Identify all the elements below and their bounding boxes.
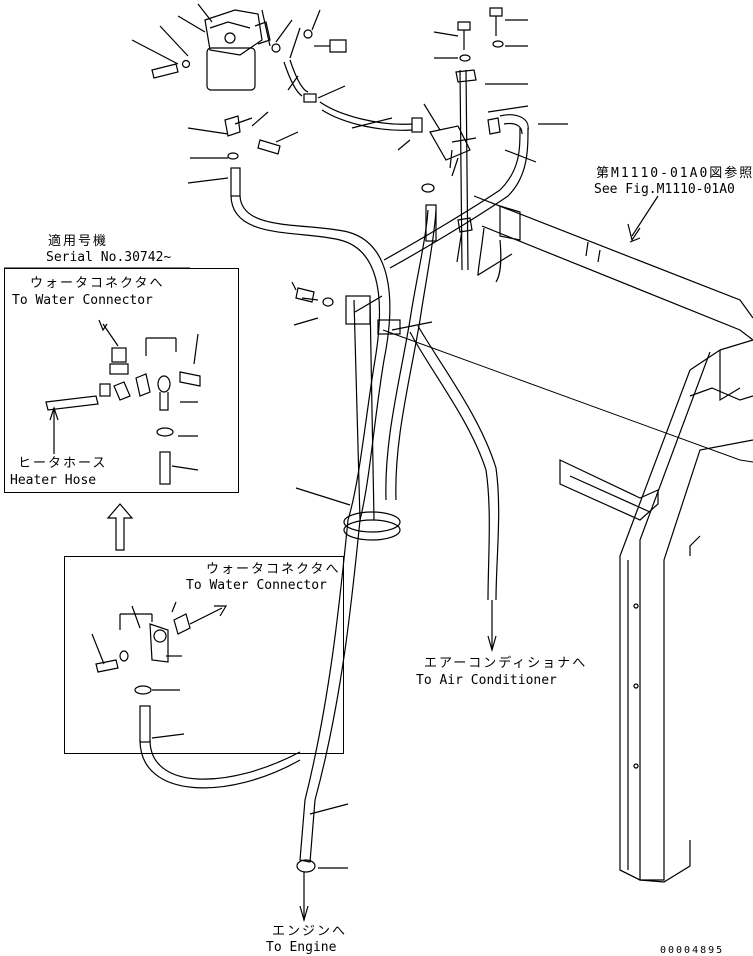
detail-upper-parts xyxy=(45,319,201,485)
detail-box-lower xyxy=(64,556,344,754)
leader-lines-top xyxy=(131,3,568,869)
air-conditioner-label-jp: エアーコンディショナへ xyxy=(424,656,588,671)
heater-hose-label-jp: ヒータホース xyxy=(18,456,108,471)
upper-water-connector-en: To Water Connector xyxy=(12,293,153,308)
serial-label-jp: 適用号機 xyxy=(48,234,109,249)
detail-lower-parts xyxy=(91,601,228,743)
lower-water-connector-jp: ウォータコネクタへ xyxy=(206,562,341,577)
lower-water-connector-en: To Water Connector xyxy=(186,578,327,593)
air-conditioner-label-en: To Air Conditioner xyxy=(416,673,557,688)
upper-water-connector-jp: ウォータコネクタへ xyxy=(30,276,165,291)
upper-hoses xyxy=(283,59,529,271)
serial-label-en: Serial No.30742~ xyxy=(46,250,172,265)
see-figure-label-en: See Fig.M1110-01A0 xyxy=(594,182,735,197)
fuel-filter-assembly xyxy=(204,9,271,91)
engine-label-en: To Engine xyxy=(266,940,337,955)
heater-hose-label-en: Heater Hose xyxy=(10,473,97,488)
detail-box-upper xyxy=(4,268,239,493)
main-hoses xyxy=(139,127,529,923)
engine-label-jp: エンジンへ xyxy=(272,924,348,939)
see-figure-label-jp: 第M1110-01A0図参照 xyxy=(596,166,753,181)
fasteners-top xyxy=(151,7,504,160)
drawing-number: 00004895 xyxy=(660,945,725,956)
cab-frame xyxy=(473,195,753,883)
